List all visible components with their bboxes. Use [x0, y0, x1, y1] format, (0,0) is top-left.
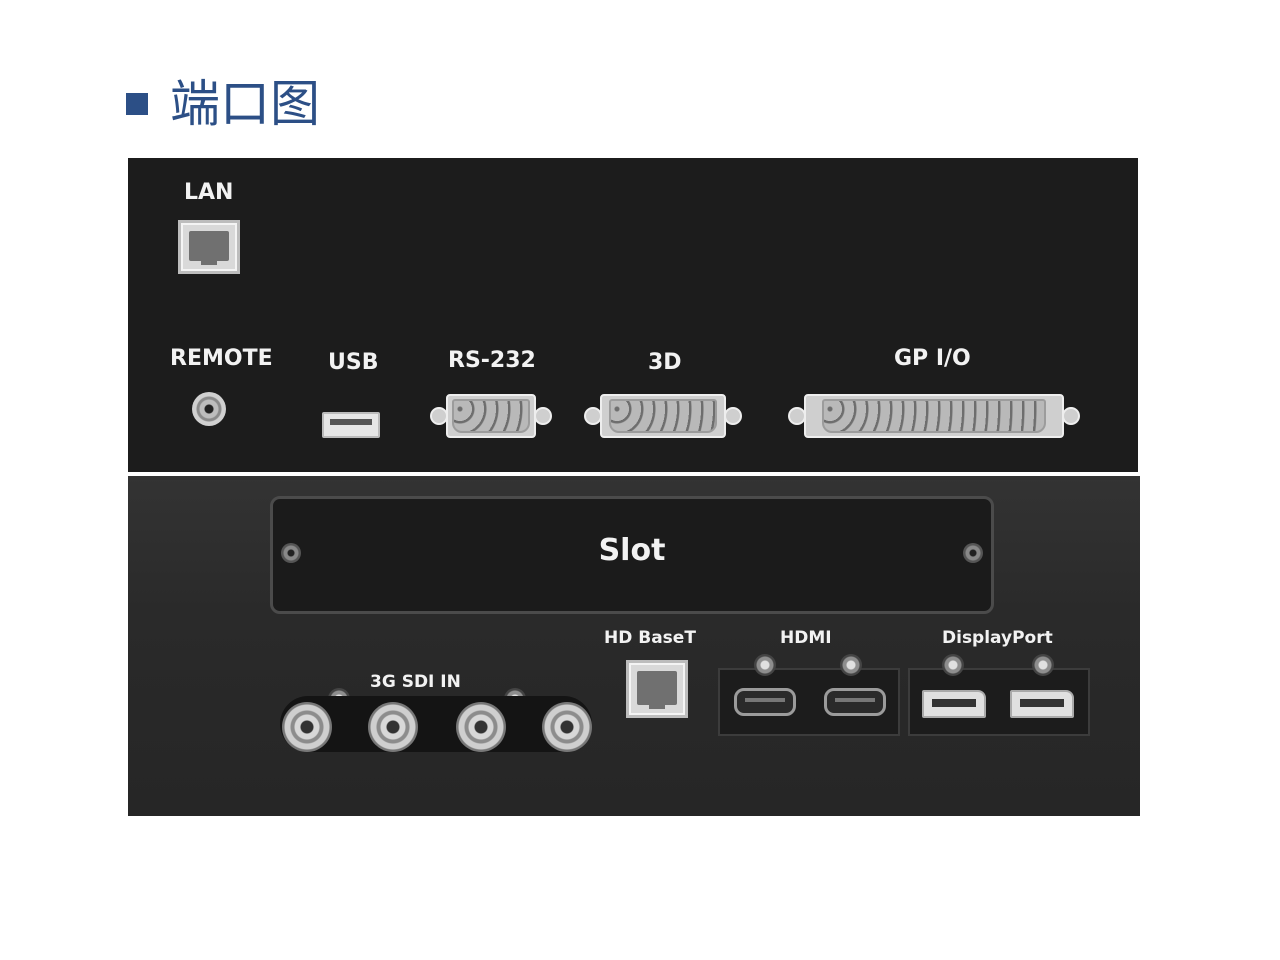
heading-title: 端口图 — [170, 75, 320, 133]
heading-square-icon — [126, 93, 148, 115]
bnc-connector-icon — [456, 702, 506, 752]
section-heading: 端口图 — [126, 74, 320, 134]
hdmi-label: HDMI — [780, 628, 832, 648]
displayport-label: DisplayPort — [942, 628, 1053, 648]
hdbaset-port-icon — [626, 660, 688, 718]
3d-label: 3D — [648, 350, 682, 375]
remote-jack-icon — [192, 392, 226, 426]
rs232-port-icon — [430, 394, 552, 438]
bnc-connector-icon — [282, 702, 332, 752]
lan-label: LAN — [184, 180, 234, 205]
rs232-label: RS-232 — [448, 348, 536, 373]
screw-icon — [963, 543, 983, 563]
bnc-strip — [280, 696, 592, 752]
remote-label: REMOTE — [170, 346, 273, 371]
3d-port-icon — [584, 394, 742, 438]
knob-icon — [1032, 654, 1054, 676]
knob-icon — [942, 654, 964, 676]
bnc-connector-icon — [542, 702, 592, 752]
hdmi-port-icon — [734, 688, 796, 716]
sdi-in-label: 3G SDI IN — [370, 672, 461, 692]
gpio-label: GP I/O — [894, 346, 971, 371]
displayport-port-icon — [922, 690, 986, 718]
usb-label: USB — [328, 350, 379, 375]
knob-icon — [754, 654, 776, 676]
slot-label: Slot — [598, 533, 666, 568]
expansion-slot: Slot — [270, 496, 994, 614]
gpio-port-icon — [788, 394, 1080, 438]
displayport-port-icon — [1010, 690, 1074, 718]
usb-port-icon — [322, 412, 380, 438]
screw-icon — [281, 543, 301, 563]
bnc-connector-icon — [368, 702, 418, 752]
lan-port-icon — [178, 220, 240, 274]
top-panel: LAN REMOTE USB RS-232 3D GP I/O — [128, 158, 1138, 472]
hdmi-port-icon — [824, 688, 886, 716]
knob-icon — [840, 654, 862, 676]
bottom-panel: Slot 3G SDI IN HD BaseT HDMI DisplayPort — [128, 476, 1140, 816]
hdbaset-label: HD BaseT — [604, 628, 696, 648]
